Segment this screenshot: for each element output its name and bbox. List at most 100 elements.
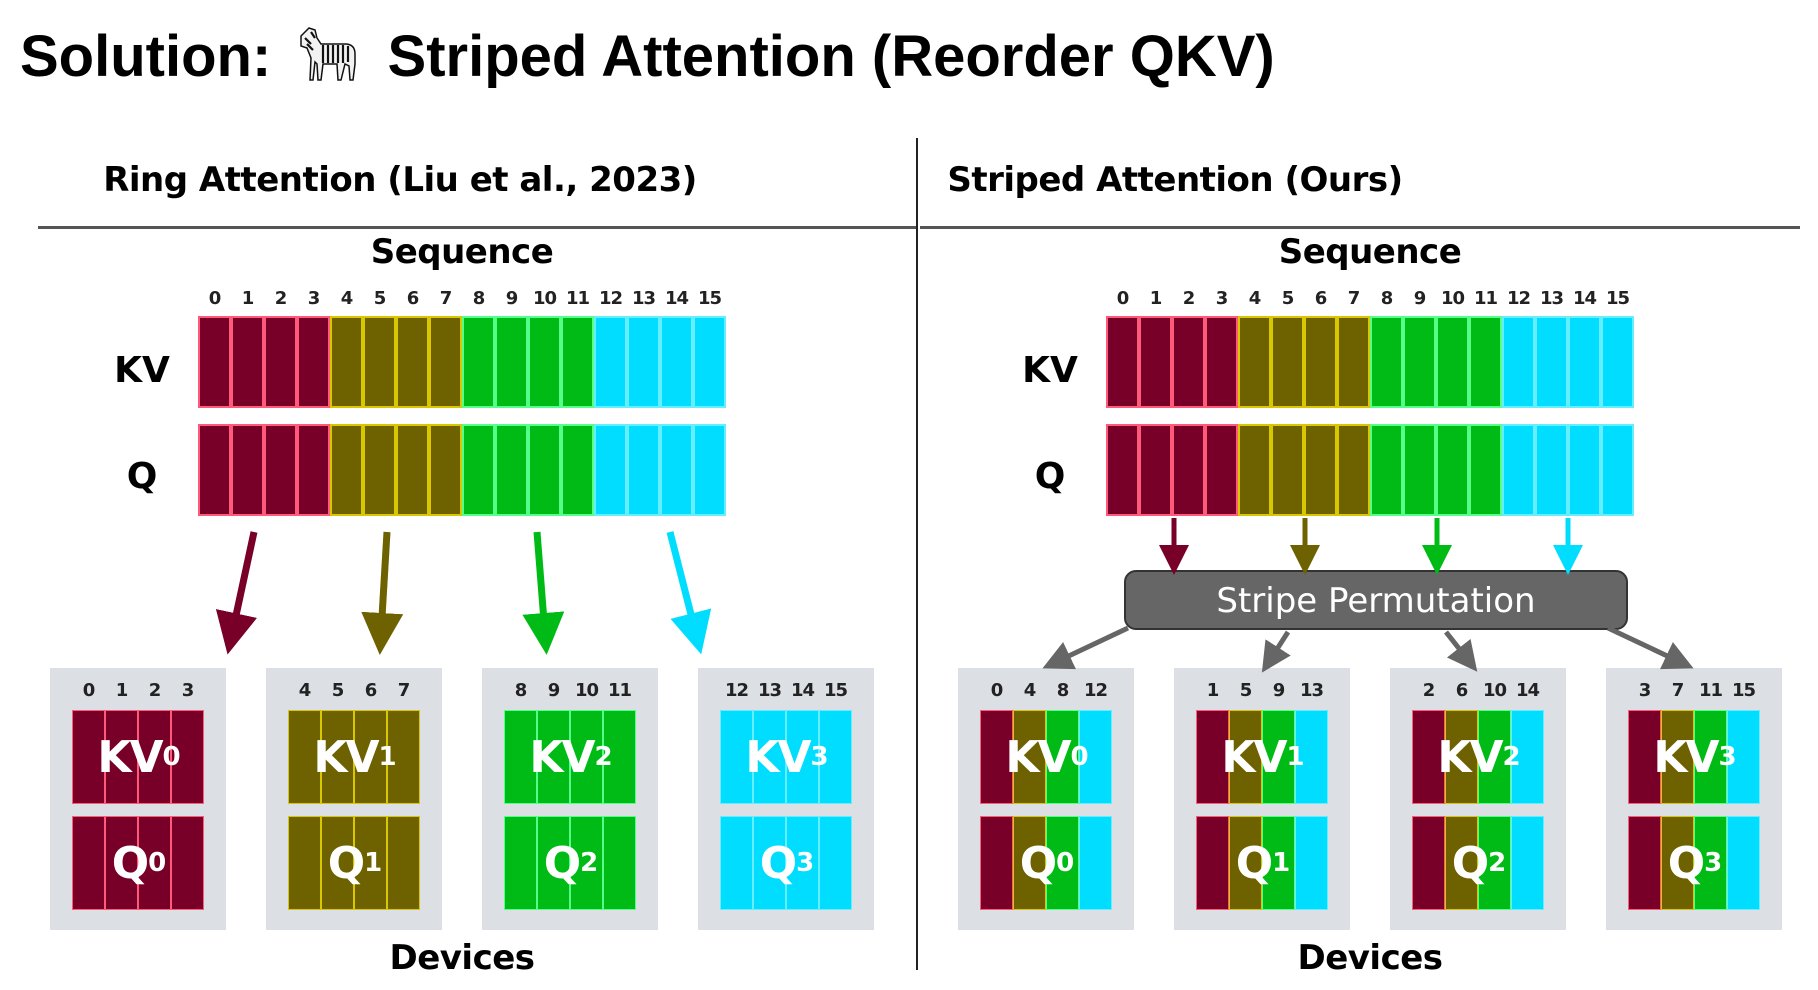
kv-token-cell: [594, 316, 627, 408]
q-token-cell: [1601, 424, 1634, 516]
q-token-cell: [1139, 424, 1172, 516]
device-token-strip: [570, 710, 603, 804]
kv-token-cell: [1535, 316, 1568, 408]
perm-arrow-device-0: [1042, 625, 1130, 670]
device-index: 13: [757, 680, 782, 701]
left-panel-title: Ring Attention (Liu et al., 2023): [103, 160, 697, 200]
q-label-text: Q: [1451, 837, 1489, 889]
right-panel-title: Striped Attention (Ours): [947, 160, 1403, 200]
device-index: 8: [1056, 680, 1070, 701]
device-token-strip: [1295, 710, 1328, 804]
kv-token-cell: [1337, 316, 1370, 408]
device-token-strip: [537, 710, 570, 804]
arrow-to-device-0: [215, 531, 258, 655]
q-token-cell: [495, 424, 528, 516]
sequence-index: 1: [1149, 288, 1163, 309]
sequence-index: 3: [1215, 288, 1229, 309]
device-index: 10: [1482, 680, 1507, 701]
q-token-cell: [462, 424, 495, 516]
sequence-index: 9: [1413, 288, 1427, 309]
perm-arrow-device-2: [1444, 630, 1478, 672]
kv-token-cell: [396, 316, 429, 408]
q-token-cell: [1568, 424, 1601, 516]
q-label-text: Q: [1235, 837, 1273, 889]
kv-token-cell: [198, 316, 231, 408]
device-index: 10: [574, 680, 599, 701]
device-token-strip: [387, 816, 420, 910]
device-token-strip: [570, 816, 603, 910]
kv-token-cell: [1469, 316, 1502, 408]
slide-title: Solution: Striped Attention (Reorder QKV…: [20, 22, 1275, 90]
device-index: 7: [397, 680, 411, 701]
q-token-cell: [1436, 424, 1469, 516]
device-token-strip: [1511, 816, 1544, 910]
q-token-cell: [1304, 424, 1337, 516]
title-prefix: Solution:: [20, 24, 272, 89]
q-token-cell: [297, 424, 330, 516]
kv-label-text: KV: [97, 731, 163, 783]
device-token-strip: [1661, 816, 1694, 910]
sequence-index: 6: [1314, 288, 1328, 309]
sequence-index: 7: [1347, 288, 1361, 309]
device-token-strip: [980, 710, 1013, 804]
kv-label-subscript: 0: [162, 742, 181, 772]
device-index: 12: [1083, 680, 1108, 701]
q-token-cell: [627, 424, 660, 516]
device-token-strip: [105, 710, 138, 804]
sequence-index: 15: [1605, 288, 1630, 309]
device-token-strip: [504, 710, 537, 804]
device-index: 4: [298, 680, 312, 701]
kv-token-cell: [1271, 316, 1304, 408]
device-token-strip: [354, 816, 387, 910]
kv-token-cell: [1601, 316, 1634, 408]
kv-token-cell: [330, 316, 363, 408]
sequence-index: 13: [1539, 288, 1564, 309]
q-token-cell: [528, 424, 561, 516]
device-token-strip: [354, 710, 387, 804]
sequence-index: 6: [406, 288, 420, 309]
kv-token-cell: [1568, 316, 1601, 408]
q-token-cell: [264, 424, 297, 516]
kv-token-cell: [1304, 316, 1337, 408]
q-token-cell: [363, 424, 396, 516]
device-token-strip: [1628, 710, 1661, 804]
sequence-index: 12: [1506, 288, 1531, 309]
device-index: 14: [1515, 680, 1540, 701]
kv-label-subscript: 2: [594, 742, 613, 772]
device-index: 6: [1455, 680, 1469, 701]
device-index: 11: [607, 680, 632, 701]
device-index: 13: [1299, 680, 1324, 701]
sequence-index: 9: [505, 288, 519, 309]
device-token-strip: [1013, 710, 1046, 804]
q-token-cell: [330, 424, 363, 516]
device-index: 0: [82, 680, 96, 701]
q-token-cell: [594, 424, 627, 516]
device-token-strip: [980, 816, 1013, 910]
device-token-strip: [753, 710, 786, 804]
zebra-icon: [300, 27, 357, 81]
q-token-cell: [396, 424, 429, 516]
device-token-strip: [603, 816, 636, 910]
device-index: 2: [148, 680, 162, 701]
sequence-index: 5: [373, 288, 387, 309]
device-index: 3: [1638, 680, 1652, 701]
device-index: 12: [724, 680, 749, 701]
sequence-index: 12: [598, 288, 623, 309]
perm-arrow-device-1: [1261, 630, 1291, 673]
q-label-subscript: 0: [148, 848, 166, 878]
device-token-strip: [504, 816, 537, 910]
device-token-strip: [1412, 710, 1445, 804]
kv-token-cell: [1139, 316, 1172, 408]
right-header-rule: [920, 226, 1800, 229]
